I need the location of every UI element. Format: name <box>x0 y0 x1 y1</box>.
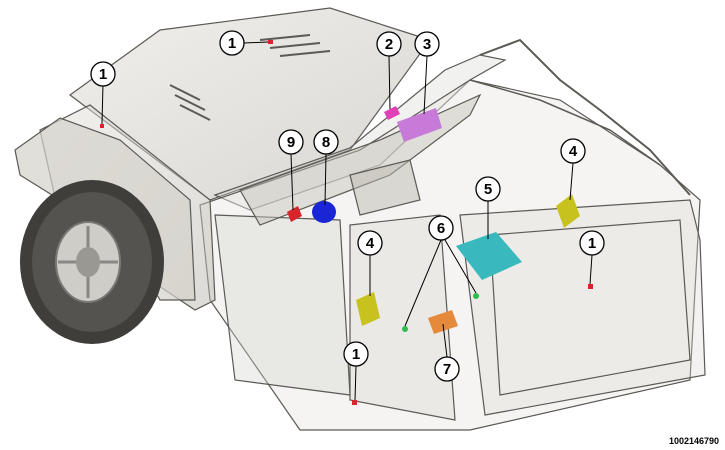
component-8-marker <box>312 201 336 223</box>
callout-1-door: 1 <box>343 341 369 367</box>
svg-text:1: 1 <box>588 235 596 252</box>
svg-text:3: 3 <box>423 36 431 53</box>
component-2-marker <box>384 106 400 120</box>
svg-text:5: 5 <box>484 181 492 198</box>
callout-1-rear: 1 <box>579 230 605 256</box>
callout-7: 7 <box>434 356 460 382</box>
svg-text:4: 4 <box>569 143 578 160</box>
vehicle-body <box>14 7 706 431</box>
callout-3: 3 <box>414 31 440 57</box>
svg-text:7: 7 <box>443 361 451 378</box>
component-4-marker <box>356 292 380 326</box>
component-6-marker <box>402 326 408 332</box>
component-1-marker <box>268 40 273 44</box>
component-1-marker <box>100 124 104 128</box>
component-6-marker <box>473 293 479 299</box>
callout-9: 9 <box>278 129 304 155</box>
svg-text:1: 1 <box>352 346 360 363</box>
svg-text:1: 1 <box>99 66 107 83</box>
component-7-marker <box>428 310 458 334</box>
svg-text:2: 2 <box>385 36 393 53</box>
component-4-marker <box>556 194 580 228</box>
callout-5: 5 <box>475 176 501 202</box>
component-markers <box>100 40 593 405</box>
svg-text:6: 6 <box>437 220 445 237</box>
component-9-marker <box>287 206 302 222</box>
svg-text:1: 1 <box>228 35 236 52</box>
svg-text:4: 4 <box>366 235 375 252</box>
callout-2: 2 <box>376 31 402 57</box>
callout-1-top: 1 <box>219 30 245 56</box>
svg-text:9: 9 <box>287 134 295 151</box>
callout-4-front: 4 <box>357 230 383 256</box>
component-1-marker <box>352 400 357 405</box>
callouts: 1 1 1 1 2 3 4 <box>90 30 605 382</box>
front-tire <box>20 180 164 344</box>
component-5-marker <box>456 232 522 280</box>
figure-id-label: 1002146790 <box>668 436 719 446</box>
callout-8: 8 <box>313 129 339 155</box>
component-3-marker <box>397 108 442 142</box>
callout-1-fender: 1 <box>90 61 116 87</box>
component-1-marker <box>588 284 593 289</box>
callout-4-rear: 4 <box>560 138 586 164</box>
callout-leaders <box>101 41 593 401</box>
callout-6: 6 <box>428 215 454 241</box>
svg-text:8: 8 <box>322 134 330 151</box>
